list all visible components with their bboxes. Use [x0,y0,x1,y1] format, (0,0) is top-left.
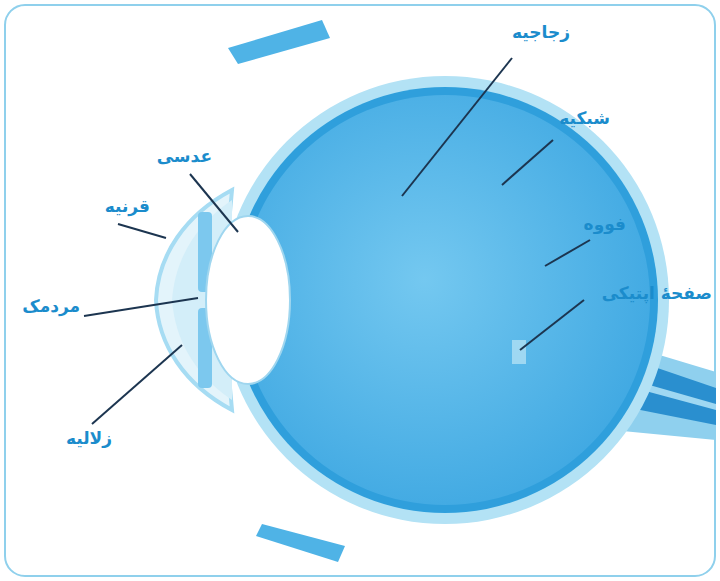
leader-line [92,345,182,424]
frame [5,5,715,576]
part-label: فووه [582,214,628,234]
leader-line [545,240,590,266]
part-label: شبکیه [557,108,612,128]
leader-line [190,174,238,232]
part-label: مردمک [20,296,82,316]
leader-line [118,224,166,238]
retina-layer [232,87,658,513]
leader-line [402,58,512,196]
lens [206,216,290,384]
lower-eyelid [256,524,345,562]
vitreous-body [240,95,650,505]
leader-line [502,140,553,185]
upper-eyelid [228,20,330,64]
part-label: صفحهٔ اپتیکی [600,283,714,303]
part-label: قرنیه [103,196,152,216]
leader-line [84,298,198,316]
leader-line [520,300,584,350]
part-label: زجاجیه [510,22,572,42]
part-label: عدسی [155,146,214,166]
optic-disc [512,340,526,364]
part-label: زلالیه [64,428,114,448]
